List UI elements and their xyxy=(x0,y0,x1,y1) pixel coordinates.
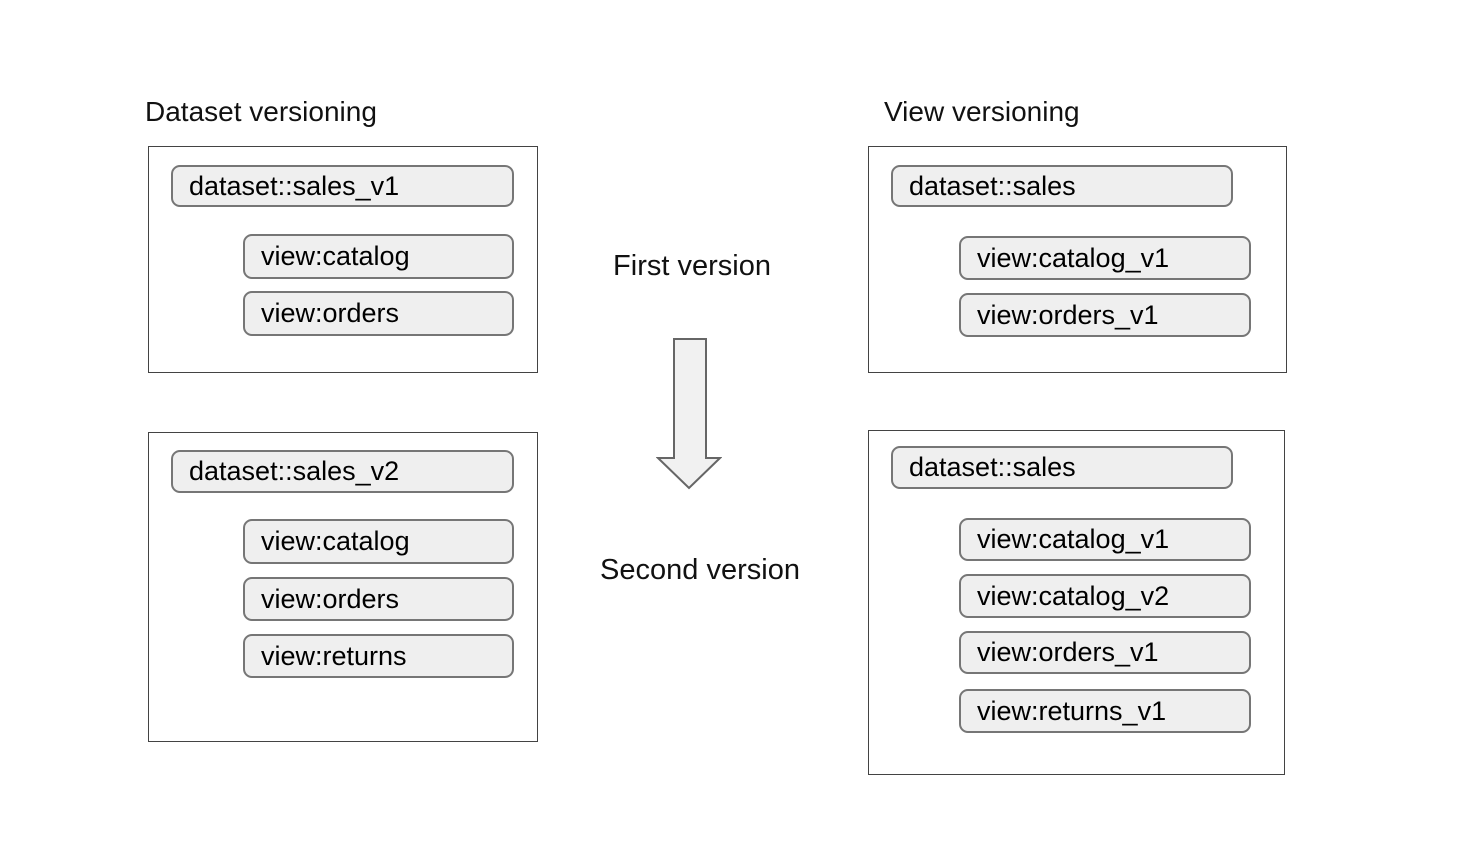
view-node: view:orders_v1 xyxy=(959,293,1251,337)
second-version-label: Second version xyxy=(600,554,800,586)
dataset-node: dataset::sales_v1 xyxy=(171,165,514,207)
view-node: view:catalog xyxy=(243,234,514,279)
view-node: view:catalog_v1 xyxy=(959,236,1251,280)
view-node: view:orders xyxy=(243,291,514,336)
down-arrow-icon xyxy=(655,337,723,491)
view-versioning-first-box: dataset::sales view:catalog_v1 view:orde… xyxy=(868,146,1287,373)
view-versioning-title: View versioning xyxy=(884,96,1080,127)
dataset-node: dataset::sales xyxy=(891,446,1233,489)
view-node: view:returns xyxy=(243,634,514,678)
dataset-versioning-first-box: dataset::sales_v1 view:catalog view:orde… xyxy=(148,146,538,373)
dataset-versioning-second-box: dataset::sales_v2 view:catalog view:orde… xyxy=(148,432,538,742)
view-node: view:returns_v1 xyxy=(959,689,1251,733)
view-node: view:orders xyxy=(243,577,514,621)
view-node: view:catalog_v2 xyxy=(959,574,1251,618)
view-node: view:catalog xyxy=(243,519,514,564)
dataset-versioning-title: Dataset versioning xyxy=(145,96,377,127)
dataset-node: dataset::sales xyxy=(891,165,1233,207)
view-node: view:orders_v1 xyxy=(959,631,1251,674)
view-versioning-second-box: dataset::sales view:catalog_v1 view:cata… xyxy=(868,430,1285,775)
first-version-label: First version xyxy=(613,250,771,282)
dataset-node: dataset::sales_v2 xyxy=(171,450,514,493)
view-node: view:catalog_v1 xyxy=(959,518,1251,561)
